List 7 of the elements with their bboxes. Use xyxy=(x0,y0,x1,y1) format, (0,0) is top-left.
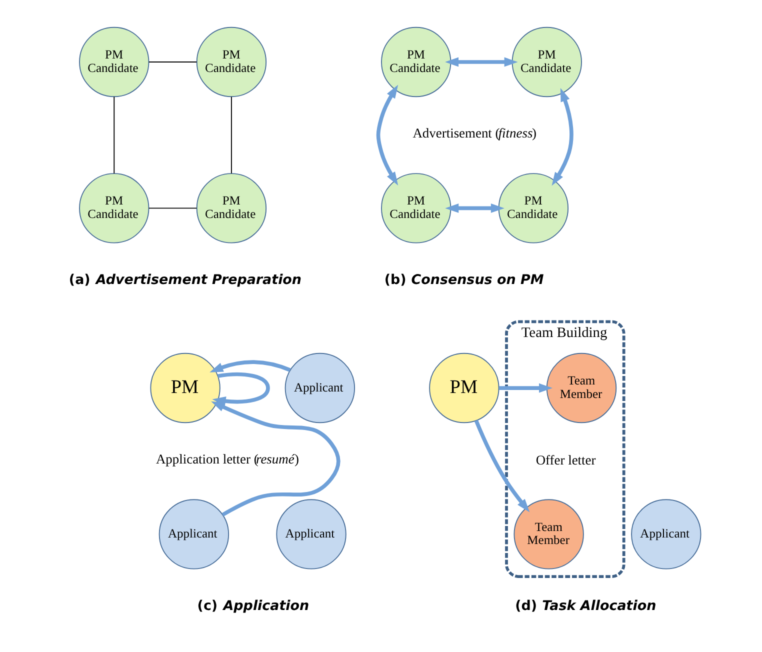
label: Offer letter xyxy=(536,452,596,468)
label: Application letter (resumé) xyxy=(156,452,299,467)
label: (c) Application xyxy=(197,598,310,614)
label: (d) Task Allocation xyxy=(515,598,656,614)
label: (b) Consensus on PM xyxy=(384,272,544,288)
label: Advertisement (fitness) xyxy=(412,126,536,141)
label: (a) Advertisement Preparation xyxy=(68,272,302,288)
